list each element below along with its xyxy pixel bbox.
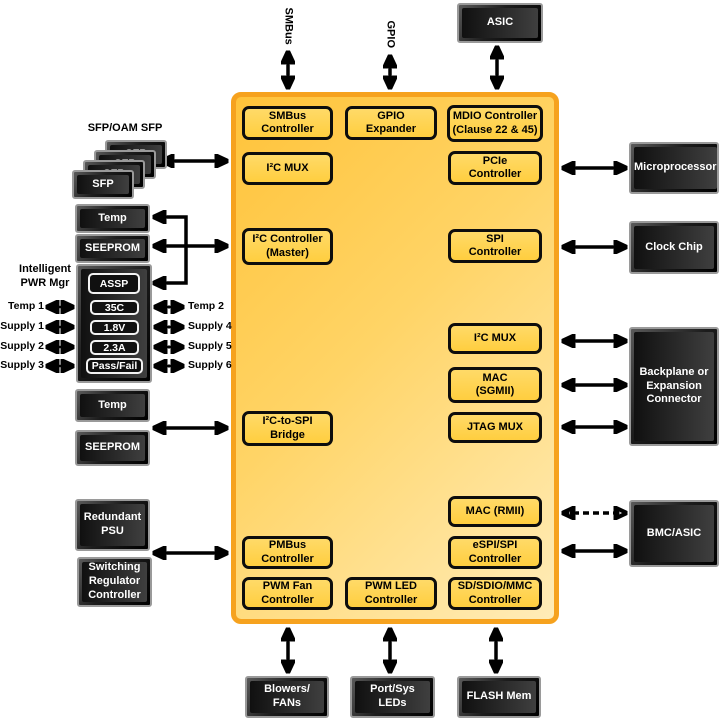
chip-block-pwm-led-controller: PWM LED Controller xyxy=(345,577,437,610)
chip-block-i2c-to-spi-bridge: I²C-to-SPI Bridge xyxy=(242,411,333,446)
supply3-label: Supply 3 xyxy=(0,359,44,371)
chip-block-mac-rmii: MAC (RMII) xyxy=(448,496,542,527)
temp1-label: Temp 1 xyxy=(8,300,44,312)
smbus-bus-label: SMBus xyxy=(282,7,295,45)
supply1-label: Supply 1 xyxy=(0,320,44,332)
chip-block-pcie-controller: PCIe Controller xyxy=(448,151,542,185)
pwr-mgr-label: Intelligent PWR Mgr xyxy=(19,263,71,289)
redundant-psu-box: Redundant PSU xyxy=(75,499,150,551)
chip-block-mac-sgmii: MAC (SGMII) xyxy=(448,367,542,403)
temp-sensor-upper-box: Temp xyxy=(75,204,150,233)
backplane-connector-box: Backplane or Expansion Connector xyxy=(629,327,719,446)
supply6-label: Supply 6 xyxy=(188,359,232,371)
chip-block-gpio-expander: GPIO Expander xyxy=(345,106,437,140)
chip-block-mdio-controller: MDIO Controller (Clause 22 & 45) xyxy=(447,105,543,142)
blowers-fans-box: Blowers/ FANs xyxy=(245,676,329,718)
chip-block-i2c-mux-right: I²C MUX xyxy=(448,323,542,354)
supply2-label: Supply 2 xyxy=(0,340,44,352)
supply5-label: Supply 5 xyxy=(188,340,232,352)
chip-block-jtag-mux: JTAG MUX xyxy=(448,412,542,443)
bottom-arrows xyxy=(288,629,496,672)
supply4-label: Supply 4 xyxy=(188,320,232,332)
microprocessor-box: Microprocessor xyxy=(629,142,719,194)
chip-block-espi-spi-controller: eSPI/SPI Controller xyxy=(448,536,542,569)
top-arrows xyxy=(288,47,497,88)
sfp-module-box: SFP xyxy=(72,170,134,199)
clock-chip-box: Clock Chip xyxy=(629,221,719,274)
right-arrows xyxy=(563,168,626,551)
chip-block-i2c-mux-left: I²C MUX xyxy=(242,152,333,185)
chip-block-pwm-fan-controller: PWM Fan Controller xyxy=(242,577,333,610)
temp-assp-branch xyxy=(154,217,188,283)
port-sys-leds-box: Port/Sys LEDs xyxy=(350,676,435,718)
chip-block-smbus-controller: SMBus Controller xyxy=(242,106,333,140)
seeprom-lower-box: SEEPROM xyxy=(75,430,150,466)
assp-pill: ASSP xyxy=(88,273,140,294)
seeprom-upper-box: SEEPROM xyxy=(75,234,150,263)
switching-regulator-box: Switching Regulator Controller xyxy=(77,557,152,607)
flash-mem-box: FLASH Mem xyxy=(457,676,541,718)
left-arrows xyxy=(154,161,227,553)
pass-fail-pill: Pass/Fail xyxy=(86,358,143,374)
sfp-stack-label: SFP/OAM SFP xyxy=(87,122,163,134)
temp-sensor-lower-box: Temp xyxy=(75,389,150,422)
temp-value: 35C xyxy=(90,300,139,315)
chip-block-sd-sdio-mmc-controller: SD/SDIO/MMC Controller xyxy=(448,577,542,610)
chip-block-pmbus-controller: PMBus Controller xyxy=(242,536,333,569)
gpio-bus-label: GPIO xyxy=(384,20,397,49)
temp2-label: Temp 2 xyxy=(188,300,224,312)
bmc-asic-box: BMC/ASIC xyxy=(629,500,719,567)
voltage-value: 1.8V xyxy=(90,320,139,335)
chip-block-i2c-controller-master: I²C Controller (Master) xyxy=(242,228,333,265)
asic-box: ASIC xyxy=(457,3,543,43)
current-value: 2.3A xyxy=(90,340,139,355)
asic-label: ASIC xyxy=(462,8,538,38)
chip-block-spi-controller: SPI Controller xyxy=(448,229,542,263)
